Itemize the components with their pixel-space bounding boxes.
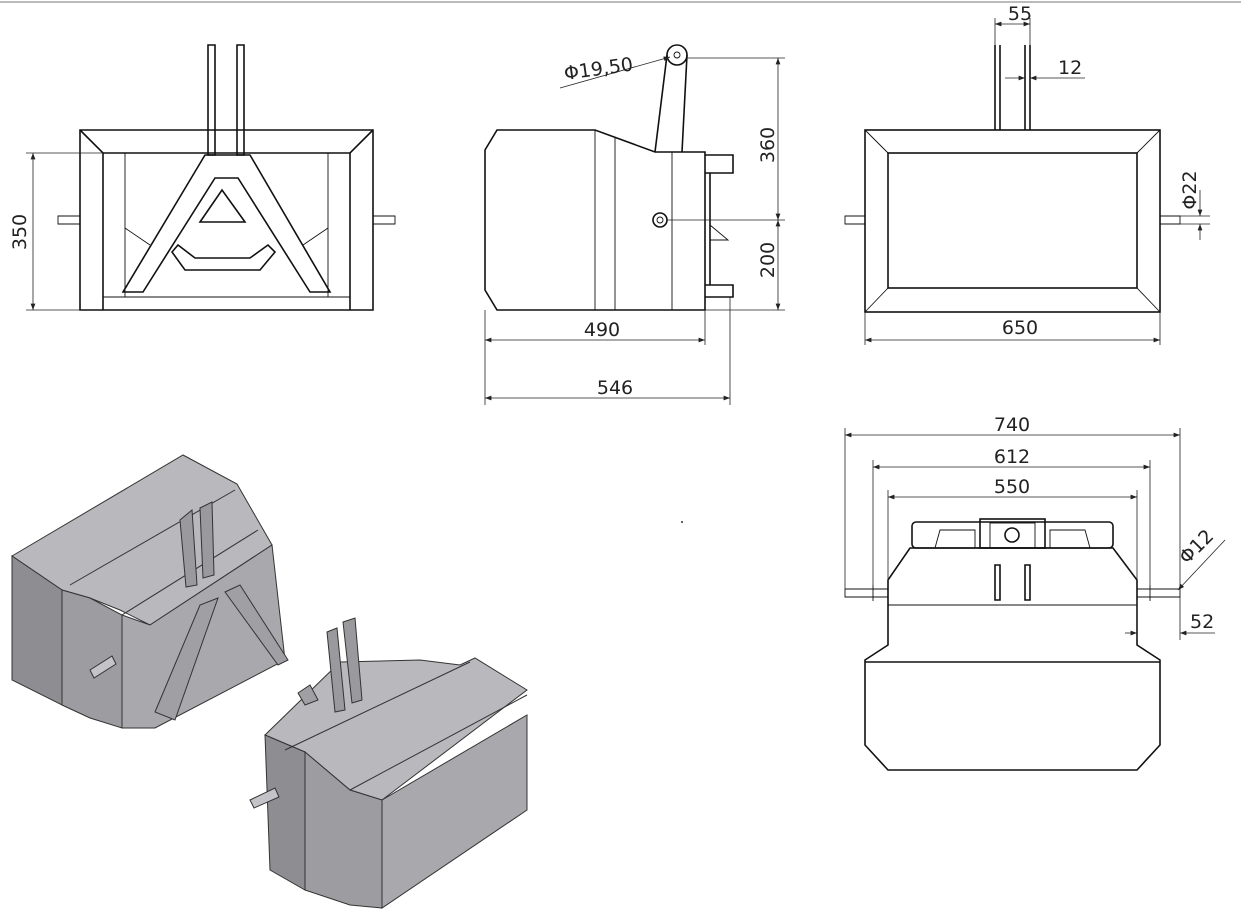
- dim-490: 490: [584, 319, 620, 341]
- dim-740: 740: [994, 414, 1030, 436]
- dim-pin-diameter: Φ19,50: [563, 54, 635, 85]
- dim-12: 12: [1058, 57, 1082, 79]
- isometric-view-rear: [249, 617, 528, 909]
- dim-200: 200: [757, 242, 779, 278]
- dim-546: 546: [597, 377, 633, 399]
- dim-phi22: Φ22: [1179, 170, 1201, 209]
- dim-550: 550: [994, 476, 1030, 498]
- stray-dot: [681, 521, 683, 523]
- rear-view: 740 612 550 Φ12 52: [844, 414, 1226, 771]
- side-view: 360 200 490 546 Φ19,50: [484, 44, 785, 405]
- dim-612: 612: [994, 446, 1030, 468]
- dim-55: 55: [1008, 3, 1032, 25]
- front-view: 350: [9, 44, 396, 311]
- dim-360: 360: [757, 127, 779, 163]
- dim-350: 350: [9, 214, 31, 250]
- isometric-view-front: [11, 454, 289, 729]
- dim-650: 650: [1002, 317, 1038, 339]
- top-view: 55 12 Φ22 650: [844, 3, 1210, 345]
- dim-52: 52: [1190, 611, 1214, 633]
- dim-phi12: Φ12: [1175, 525, 1218, 568]
